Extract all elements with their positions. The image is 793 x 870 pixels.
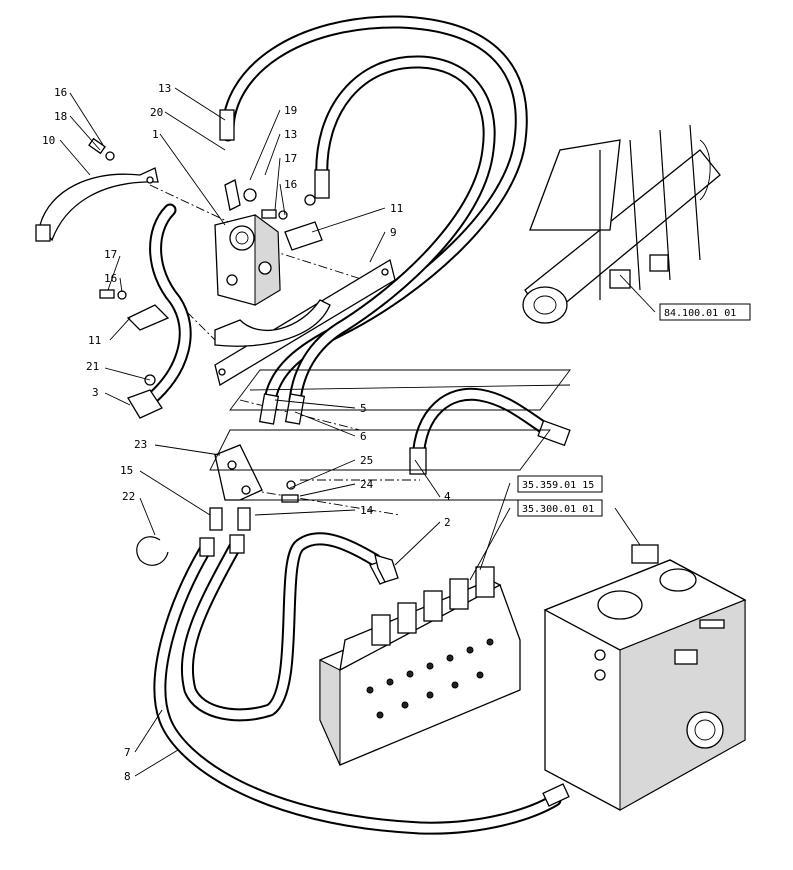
callout-17: 17: [104, 248, 117, 261]
callout-25: 25: [360, 454, 373, 467]
callout-11: 11: [88, 334, 101, 347]
hose-4: [409, 387, 571, 475]
solenoid-row: [371, 566, 495, 646]
reference-box-low: 35.300.01 01: [517, 499, 603, 517]
callout-23: 23: [134, 438, 147, 451]
leader-lines: [59, 87, 656, 777]
upper-hose-loop: [219, 15, 528, 425]
callout-labels: 16 18 10 13 20 1 19 13 17 16 11 9 17 16 …: [42, 82, 451, 783]
clamp-10: [35, 167, 159, 242]
callout-7: 7: [124, 746, 131, 759]
reference-label: 35.300.01 01: [522, 504, 594, 515]
callout-3: 3: [92, 386, 99, 399]
frame-outline: [209, 369, 571, 501]
callout-1: 1: [152, 128, 159, 141]
callout-16: 16: [284, 178, 297, 191]
assembly-lines: [149, 184, 420, 516]
elbow-fitting: [374, 554, 399, 583]
callout-13: 13: [284, 128, 297, 141]
circlip-22: [136, 536, 169, 566]
callout-11: 11: [390, 202, 403, 215]
callout-19: 19: [284, 104, 297, 117]
callout-18: 18: [54, 110, 67, 123]
lift-cylinder: [522, 124, 721, 324]
plate-23: [199, 444, 263, 557]
lower-hoses: [153, 532, 570, 835]
housing: [543, 544, 747, 811]
callout-2: 2: [444, 516, 451, 529]
reference-label: 35.359.01 15: [522, 480, 594, 491]
callout-9: 9: [390, 226, 397, 239]
steering-unit: [214, 179, 281, 306]
callout-15: 15: [120, 464, 133, 477]
callout-13: 13: [158, 82, 171, 95]
callout-21: 21: [86, 360, 99, 373]
bracket-9: [214, 258, 396, 387]
reference-label: 84.100.01 01: [664, 308, 736, 319]
fasteners: [88, 137, 316, 503]
callout-8: 8: [124, 770, 131, 783]
callout-20: 20: [150, 106, 163, 119]
callout-14: 14: [360, 504, 374, 517]
callout-10: 10: [42, 134, 55, 147]
callout-16: 16: [54, 86, 67, 99]
control-valve-block: [319, 559, 521, 766]
valve-ports: [366, 638, 494, 719]
callout-16: 16: [104, 272, 117, 285]
callout-17: 17: [284, 152, 297, 165]
reference-box-mid: 35.359.01 15: [517, 475, 603, 493]
callout-4: 4: [444, 490, 451, 503]
callout-22: 22: [122, 490, 135, 503]
reference-box-top: 84.100.01 01: [659, 303, 751, 321]
pipe-3: [126, 203, 323, 419]
callout-5: 5: [360, 402, 367, 415]
callout-24: 24: [360, 478, 374, 491]
callout-6: 6: [360, 430, 367, 443]
